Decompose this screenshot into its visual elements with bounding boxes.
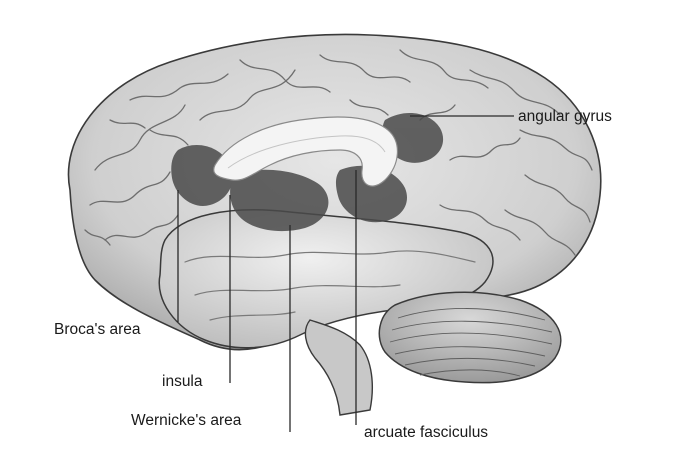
label-wernickes-area: Wernicke's area [131,413,241,429]
label-arcuate-fasciculus: arcuate fasciculus [364,425,488,441]
label-brocas-area: Broca's area [54,322,141,338]
cerebellum-shape [379,292,561,382]
label-insula: insula [162,374,203,390]
label-angular-gyrus: angular gyrus [518,109,612,125]
brainstem-shape [305,320,372,415]
